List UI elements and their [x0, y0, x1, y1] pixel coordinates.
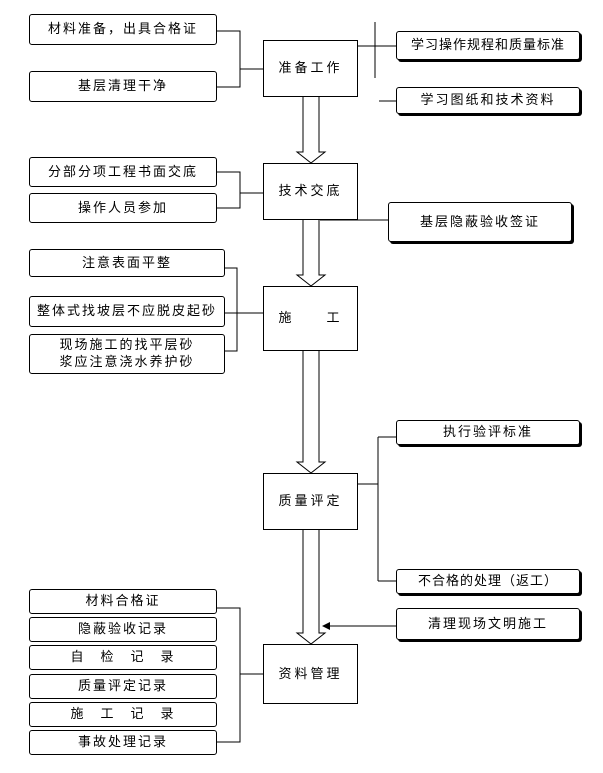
right-box-site-cleanup: 清理现场文明施工 [396, 608, 580, 640]
left-box-written-brief: 分部分项工程书面交底 [29, 157, 217, 187]
record-item-self-check: 自 检 记 录 [29, 645, 217, 670]
arrow-step3-to-step4 [295, 351, 327, 474]
arrow-step1-to-step2 [295, 97, 327, 164]
process-step-prepare-label: 准备工作 [278, 61, 343, 76]
process-step-construct-label: 施 工 [278, 311, 343, 326]
process-step-records-label: 资料管理 [278, 666, 343, 682]
process-step-tech-brief: 技术交底 [263, 163, 358, 220]
record-item-quality-assessment-label: 质量评定记录 [77, 679, 168, 694]
left-box-leveling-curing: 现场施工的找平层砂 浆应注意浇水养护砂 [29, 334, 225, 374]
left-box-leveling-curing-line-2: 浆应注意浇水养护砂 [59, 355, 195, 370]
left-box-operators-label: 操作人员参加 [77, 200, 168, 216]
bracket-left-construct [225, 267, 263, 352]
record-item-material-cert: 材料合格证 [29, 589, 217, 614]
bracket-left-prep [217, 30, 263, 88]
left-box-base-clean-label: 基层清理干净 [77, 79, 168, 94]
arrow-step2-to-step3 [295, 219, 327, 287]
left-box-base-clean: 基层清理干净 [29, 71, 217, 102]
record-item-construction-log: 施 工 记 录 [29, 702, 217, 727]
right-box-study-rules-label: 学习操作规程和质量标准 [410, 38, 565, 53]
bracket-left-records [217, 607, 263, 743]
arrow-step4-to-step5 [295, 530, 327, 645]
record-item-construction-log-label: 施 工 记 录 [70, 707, 176, 722]
left-box-slope-layer-label: 整体式找坡层不应脱皮起砂 [36, 304, 217, 319]
record-item-concealed-acceptance-label: 隐蔽验收记录 [77, 622, 168, 637]
left-box-written-brief-label: 分部分项工程书面交底 [47, 164, 198, 180]
right-box-concealed-signoff-label: 基层隐蔽验收签证 [419, 214, 540, 230]
process-step-construct: 施 工 [263, 286, 358, 351]
bracket-right-quality [358, 436, 396, 582]
bracket-right-prep [358, 22, 396, 78]
right-box-assessment-standard: 执行验评标准 [396, 420, 580, 445]
right-box-assessment-standard-label: 执行验评标准 [442, 425, 533, 440]
left-box-slope-layer: 整体式找坡层不应脱皮起砂 [29, 296, 225, 327]
process-step-quality: 质量评定 [263, 473, 358, 530]
left-box-leveling-curing-line-1: 现场施工的找平层砂 [59, 338, 195, 353]
record-item-quality-assessment: 质量评定记录 [29, 674, 217, 699]
record-item-accident-handling: 事故处理记录 [29, 730, 217, 755]
record-item-accident-handling-label: 事故处理记录 [77, 735, 168, 750]
record-item-concealed-acceptance: 隐蔽验收记录 [29, 617, 217, 642]
right-box-rework-label: 不合格的处理（返工） [417, 574, 558, 589]
left-box-surface-flat: 注意表面平整 [29, 249, 225, 277]
left-box-material-prep: 材料准备，出具合格证 [29, 14, 217, 45]
right-box-study-rules: 学习操作规程和质量标准 [396, 31, 580, 60]
process-step-quality-label: 质量评定 [278, 494, 343, 509]
bracket-left-tech [217, 171, 263, 209]
process-step-tech-brief-label: 技术交底 [278, 184, 343, 199]
left-box-material-prep-label: 材料准备，出具合格证 [47, 22, 198, 37]
left-box-surface-flat-label: 注意表面平整 [81, 255, 172, 271]
record-item-self-check-label: 自 检 记 录 [70, 650, 176, 665]
right-box-site-cleanup-label: 清理现场文明施工 [427, 616, 548, 632]
right-box-rework: 不合格的处理（返工） [396, 569, 580, 594]
left-box-operators: 操作人员参加 [29, 193, 217, 223]
right-box-concealed-signoff: 基层隐蔽验收签证 [388, 202, 572, 242]
right-box-study-drawings-label: 学习图纸和技术资料 [420, 93, 556, 108]
process-step-records: 资料管理 [263, 644, 358, 704]
process-step-prepare: 准备工作 [263, 40, 358, 97]
right-box-study-drawings: 学习图纸和技术资料 [396, 87, 580, 114]
record-item-material-cert-label: 材料合格证 [85, 594, 161, 609]
